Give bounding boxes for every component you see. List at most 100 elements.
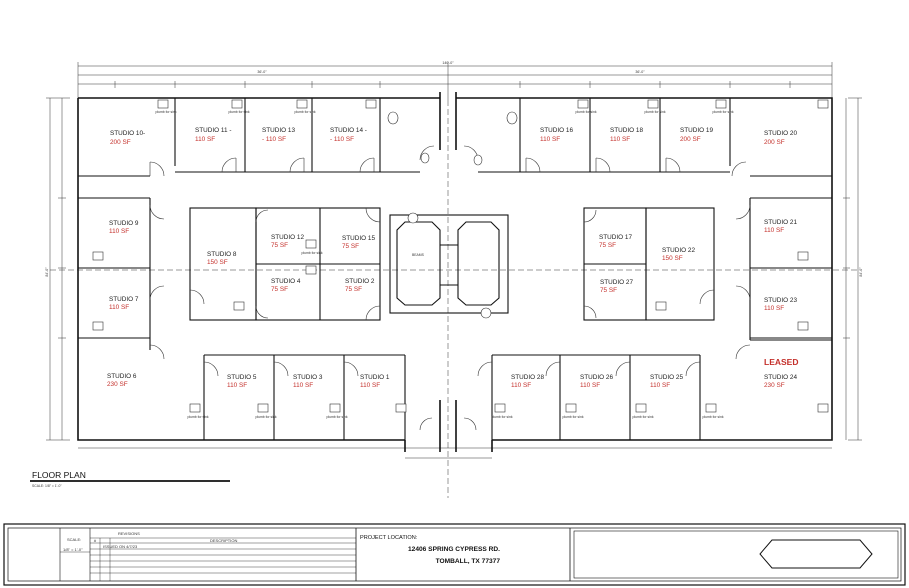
studio-11-name: STUDIO 11 -: [195, 127, 231, 134]
studio-17-name: STUDIO 17: [599, 234, 632, 241]
svg-text:plumb for sink: plumb for sink: [326, 415, 347, 419]
studio-11-area: 110 SF: [195, 136, 215, 143]
studio-4-area: 75 SF: [271, 286, 288, 293]
svg-text:plumb for sink: plumb for sink: [491, 415, 512, 419]
studio-28-name: STUDIO 28: [511, 374, 544, 381]
floor-plan-scale: SCALE: 1/8" = 1'-0": [32, 484, 62, 488]
studio-26-area: 110 SF: [580, 382, 600, 389]
studio-22-name: STUDIO 22: [662, 247, 695, 254]
overall-depth-dim-right: 84'-0": [859, 267, 863, 277]
svg-text:plumb for sink: plumb for sink: [712, 110, 733, 114]
exterior-walls: [77, 92, 833, 452]
revision-number-header: #: [94, 538, 97, 543]
studio-8-area: 150 SF: [207, 259, 228, 266]
studio-22-area: 150 SF: [662, 255, 683, 262]
studio-6-name: STUDIO 6: [107, 373, 137, 380]
plumbing-labels: plumb for sink plumb for sink plumb for …: [155, 110, 733, 419]
studio-14-area: - 110 SF: [330, 136, 354, 143]
svg-text:plumb for sink: plumb for sink: [632, 415, 653, 419]
revisions-label: REVISIONS: [118, 531, 140, 536]
svg-text:plumb for sink: plumb for sink: [294, 110, 315, 114]
studio-12-name: STUDIO 12: [271, 234, 304, 241]
studio-10-name: STUDIO 10-: [110, 130, 145, 137]
studio-20-name: STUDIO 20: [764, 130, 797, 137]
floor-plan-title: FLOOR PLAN: [32, 470, 86, 480]
studio-20-area: 200 SF: [764, 139, 785, 146]
studio-12-area: 75 SF: [271, 242, 288, 249]
studio-18-area: 110 SF: [610, 136, 630, 143]
studio-18-name: STUDIO 18: [610, 127, 643, 134]
studio-25-name: STUDIO 25: [650, 374, 683, 381]
title-block: [3, 523, 906, 586]
studio-15-area: 75 SF: [342, 243, 359, 250]
svg-text:plumb for sink: plumb for sink: [155, 110, 176, 114]
studio-26-name: STUDIO 26: [580, 374, 613, 381]
studio-3-name: STUDIO 3: [293, 374, 323, 381]
svg-text:plumb for sink: plumb for sink: [575, 110, 596, 114]
studio-3-area: 110 SF: [293, 382, 313, 389]
top-dim-left: 36'-0": [257, 70, 267, 74]
studio-23-area: 110 SF: [764, 305, 784, 312]
studio-13-name: STUDIO 13: [262, 127, 295, 134]
studio-2-area: 75 SF: [345, 286, 362, 293]
scale-label: SCALE:: [67, 537, 81, 542]
overall-depth-dim: 84'-0": [45, 267, 49, 277]
studio-1-name: STUDIO 1: [360, 374, 390, 381]
studio-23-name: STUDIO 23: [764, 297, 797, 304]
studio-16-area: 110 SF: [540, 136, 560, 143]
svg-text:plumb for sink: plumb for sink: [702, 415, 723, 419]
studio-4-name: STUDIO 4: [271, 278, 301, 285]
scale-value: 1/8" = 1'-0": [63, 547, 83, 552]
project-location-label: PROJECT LOCATION:: [360, 535, 418, 541]
studio-13-area: - 110 SF: [262, 136, 286, 143]
dimension-text: 140'-0" 36'-0" 36'-0" 84'-0" 84'-0": [45, 61, 863, 277]
beams-label: BEAMS: [412, 253, 425, 257]
studio-14-name: STUDIO 14 -: [330, 127, 367, 134]
studio-labels: STUDIO 10- 200 SF STUDIO 11 - 110 SF STU…: [107, 127, 797, 389]
svg-text:plumb for sink: plumb for sink: [255, 415, 276, 419]
studio-1-area: 110 SF: [360, 382, 380, 389]
svg-text:plumb for sink: plumb for sink: [301, 251, 322, 255]
studio-15-name: STUDIO 15: [342, 235, 375, 242]
svg-text:plumb for sink: plumb for sink: [644, 110, 665, 114]
svg-text:plumb for sink: plumb for sink: [562, 415, 583, 419]
dimension-ticks: [58, 81, 850, 339]
description-label: DESCRIPTION: [210, 538, 237, 543]
studio-21-area: 110 SF: [764, 227, 784, 234]
studio-25-area: 110 SF: [650, 382, 670, 389]
studio-24-name: STUDIO 24: [764, 374, 797, 381]
interior-walls: [78, 98, 832, 440]
studio-16-name: STUDIO 16: [540, 127, 573, 134]
studio-5-name: STUDIO 5: [227, 374, 257, 381]
studio-24-area: 230 SF: [764, 382, 785, 389]
studio-17-area: 75 SF: [599, 242, 616, 249]
studio-5-area: 110 SF: [227, 382, 247, 389]
address-line-1: 12406 SPRING CYPRESS RD.: [408, 546, 500, 553]
door-swings: [149, 145, 751, 431]
studio-27-name: STUDIO 27: [600, 279, 633, 286]
studio-7-name: STUDIO 7: [109, 296, 139, 303]
logo-placeholder-hexagon: [759, 539, 873, 569]
studio-2-name: STUDIO 2: [345, 278, 375, 285]
studio-27-area: 75 SF: [600, 287, 617, 294]
plumbing-fixtures: [92, 99, 829, 413]
studio-21-name: STUDIO 21: [764, 219, 797, 226]
top-dim-right: 36'-0": [635, 70, 645, 74]
overall-width-dim: 140'-0": [442, 61, 454, 65]
studio-6-area: 230 SF: [107, 381, 128, 388]
dimension-lines: [46, 62, 862, 498]
studio-10-area: 200 SF: [110, 139, 131, 146]
studio-28-area: 110 SF: [511, 382, 531, 389]
studio-19-name: STUDIO 19: [680, 127, 713, 134]
studio-8-name: STUDIO 8: [207, 251, 237, 258]
leased-label: LEASED: [764, 357, 798, 367]
address-line-2: TOMBALL, TX 77377: [436, 558, 501, 565]
studio-9-name: STUDIO 9: [109, 220, 139, 227]
studio-7-area: 110 SF: [109, 304, 129, 311]
studio-9-area: 110 SF: [109, 228, 129, 235]
revision-entry: ISSUED ON 4/7/23: [103, 544, 138, 549]
svg-text:plumb for sink: plumb for sink: [228, 110, 249, 114]
svg-text:plumb for sink: plumb for sink: [187, 415, 208, 419]
studio-19-area: 200 SF: [680, 136, 701, 143]
